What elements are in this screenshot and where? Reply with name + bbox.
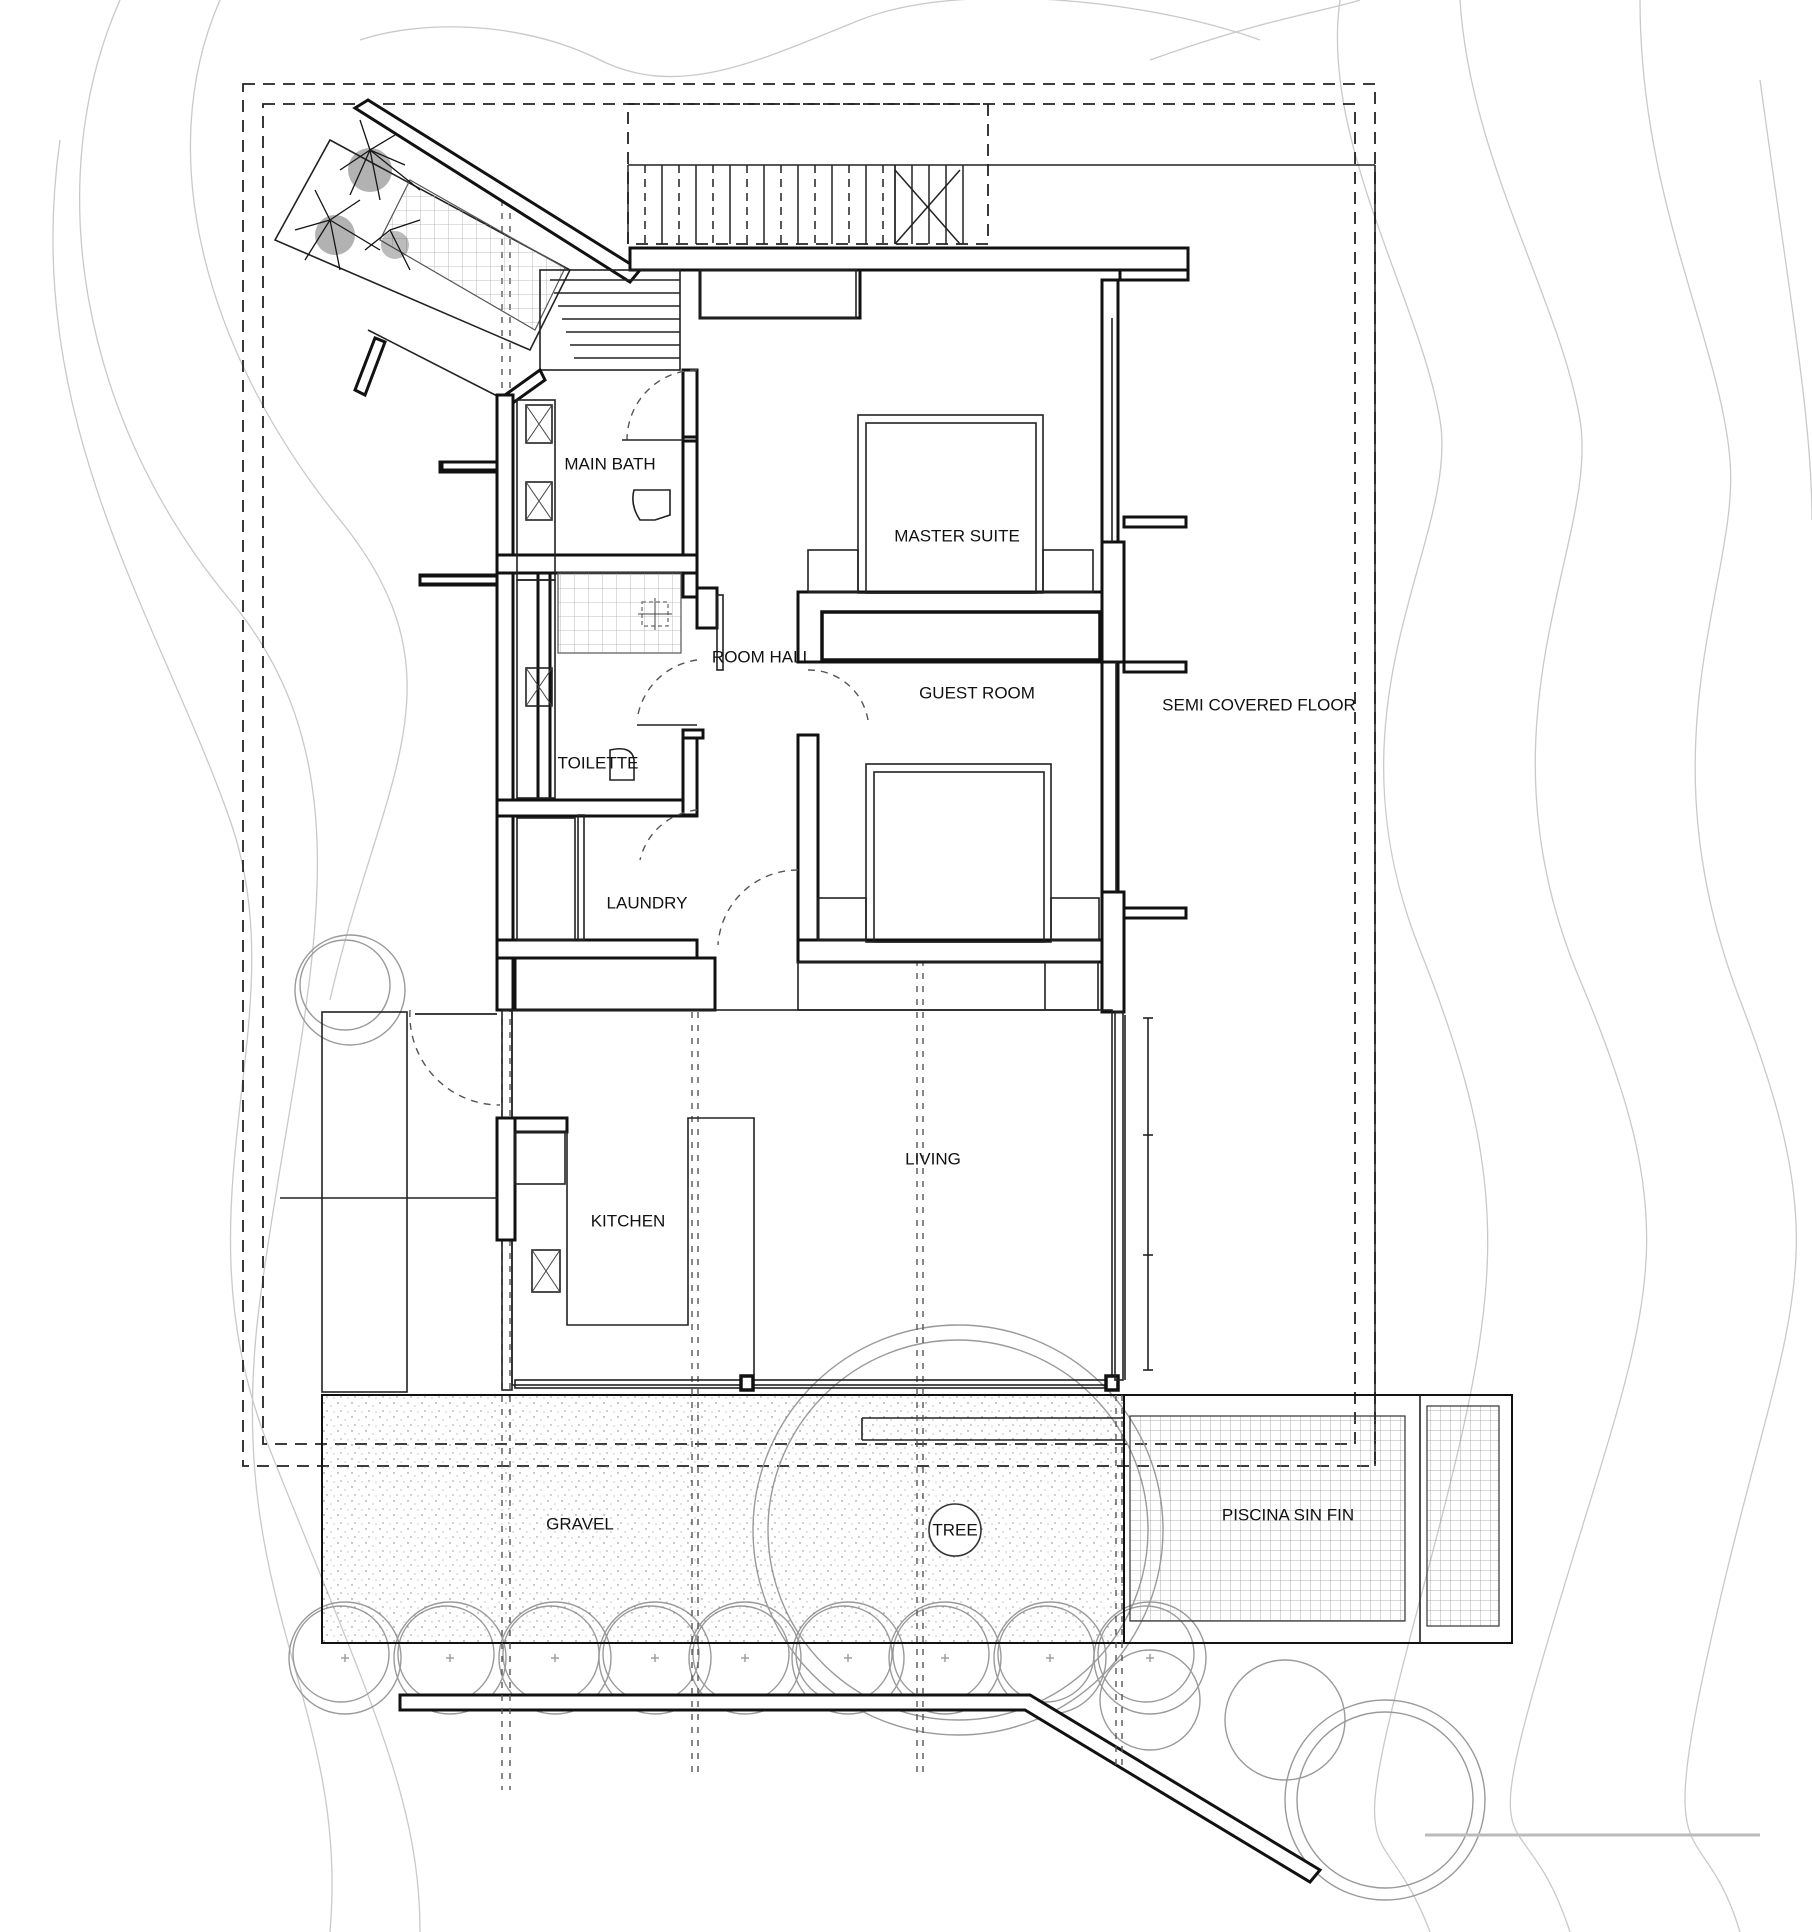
gravel-label: GRAVEL	[546, 1514, 614, 1533]
bath-fixtures	[516, 399, 682, 1293]
kitchen-label: KITCHEN	[591, 1211, 666, 1230]
topographic-contours	[52, 0, 1812, 1932]
tree-marker	[928, 1503, 982, 1557]
living-label: LIVING	[905, 1149, 961, 1168]
plant-icon	[294, 119, 421, 271]
toilette-label: TOILETTE	[558, 753, 639, 772]
gravel-terrace	[321, 1394, 1125, 1644]
door-swings	[409, 369, 869, 1106]
pool-label: PISCINA SIN FIN	[1222, 1505, 1354, 1524]
semi-covered-floor-label: SEMI COVERED FLOOR	[1162, 695, 1356, 714]
planter	[273, 98, 643, 352]
guest-room-label: GUEST ROOM	[919, 683, 1035, 702]
house-walls	[280, 246, 1190, 1393]
main-bath-label: MAIN BATH	[564, 454, 655, 473]
shower-drain-icon	[638, 598, 672, 630]
master-suite-label: MASTER SUITE	[894, 526, 1020, 545]
guest-bed	[817, 763, 1100, 943]
room-labels: MAIN BATH MASTER SUITE ROOM HALL GUEST R…	[546, 454, 1356, 1539]
tree-label: TREE	[932, 1520, 977, 1539]
entrance-ramp	[398, 1693, 1323, 1884]
master-bed	[807, 414, 1094, 594]
laundry-label: LAUNDRY	[607, 893, 688, 912]
room-hall-label: ROOM HALL	[712, 647, 812, 666]
infinity-pool	[1123, 1394, 1513, 1644]
upper-stair	[627, 165, 964, 245]
